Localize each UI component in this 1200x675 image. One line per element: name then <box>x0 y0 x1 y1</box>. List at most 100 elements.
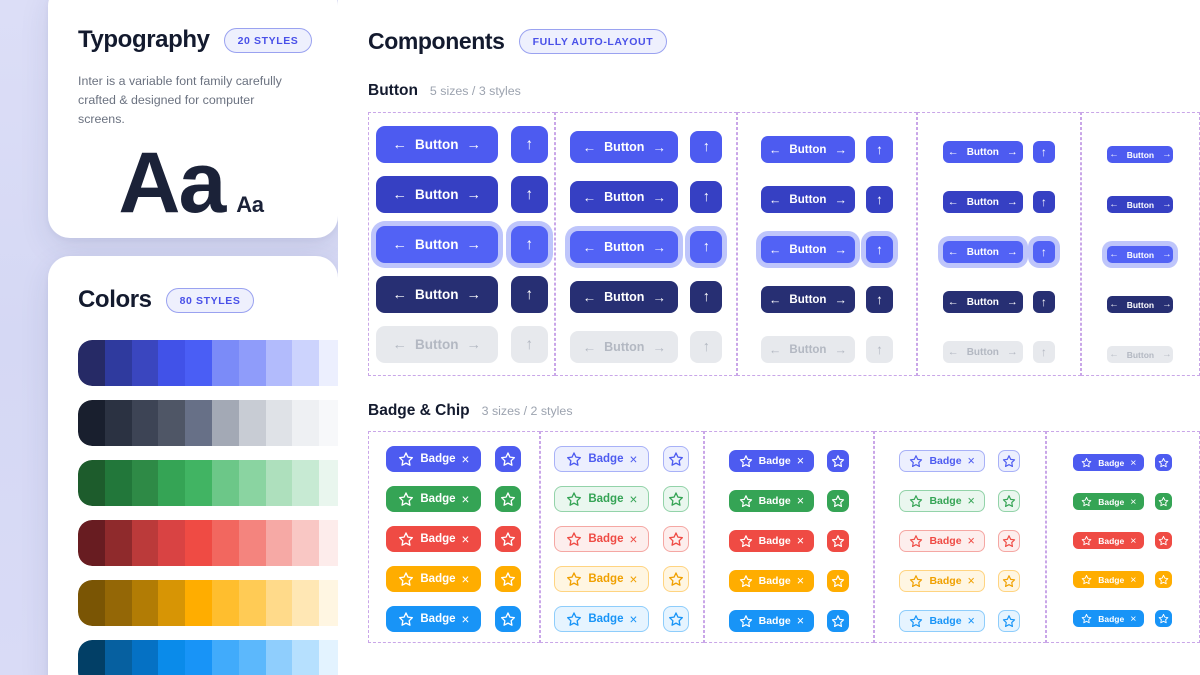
icon-button-lg-default[interactable]: ↑ <box>690 131 723 163</box>
color-swatch[interactable] <box>265 460 293 506</box>
icon-badge-green-soft-lg[interactable] <box>663 486 690 512</box>
color-swatch[interactable] <box>78 340 105 386</box>
icon-button-sm-hover[interactable]: ↑ <box>1032 191 1055 213</box>
icon-button-lg-active[interactable]: ↑ <box>690 281 723 313</box>
badge-green-soft-md[interactable]: Badge× <box>899 490 985 512</box>
color-swatch[interactable] <box>238 580 266 626</box>
icon-badge-blue-soft-md[interactable] <box>997 610 1020 632</box>
icon-badge-blue-solid-md[interactable] <box>827 610 850 632</box>
icon-button-sm-default[interactable]: ↑ <box>1032 141 1055 163</box>
badge-blue-soft-md[interactable]: Badge× <box>899 610 985 632</box>
button-sm-active[interactable]: ←Button→ <box>942 291 1023 313</box>
color-swatch[interactable] <box>131 460 159 506</box>
color-swatch[interactable] <box>158 640 186 675</box>
badge-green-solid-sm[interactable]: Badge× <box>1073 493 1145 510</box>
icon-button-xl-hover[interactable]: ↑ <box>510 176 548 213</box>
color-swatch[interactable] <box>104 340 132 386</box>
button-xs-hover[interactable]: ←Button→ <box>1107 196 1174 213</box>
color-swatch[interactable] <box>319 580 338 626</box>
color-swatch[interactable] <box>211 580 239 626</box>
badge-red-soft-lg[interactable]: Badge× <box>554 526 650 552</box>
color-swatch[interactable] <box>265 640 293 675</box>
button-md-focus[interactable]: ←Button→ <box>760 236 855 263</box>
color-swatch[interactable] <box>158 520 186 566</box>
badge-indigo-solid-sm[interactable]: Badge× <box>1073 454 1145 471</box>
button-xl-default[interactable]: ←Button→ <box>375 126 498 163</box>
button-sm-hover[interactable]: ←Button→ <box>942 191 1023 213</box>
icon-button-xl-focus[interactable]: ↑ <box>510 226 548 263</box>
color-swatch[interactable] <box>238 520 266 566</box>
color-swatch[interactable] <box>78 460 105 506</box>
color-swatch[interactable] <box>78 400 105 446</box>
icon-badge-green-solid-sm[interactable] <box>1155 493 1173 510</box>
color-swatch[interactable] <box>104 580 132 626</box>
icon-button-sm-focus[interactable]: ↑ <box>1032 241 1055 263</box>
color-swatch[interactable] <box>292 460 320 506</box>
button-xs-active[interactable]: ←Button→ <box>1107 296 1174 313</box>
color-swatch[interactable] <box>78 580 105 626</box>
close-icon[interactable]: × <box>1130 573 1137 586</box>
icon-button-xl-active[interactable]: ↑ <box>510 276 548 313</box>
badge-amber-soft-lg[interactable]: Badge× <box>554 566 650 592</box>
color-swatch[interactable] <box>265 580 293 626</box>
icon-badge-indigo-soft-lg[interactable] <box>663 446 690 472</box>
icon-badge-green-soft-md[interactable] <box>997 490 1020 512</box>
close-icon[interactable]: × <box>967 494 975 508</box>
color-swatch[interactable] <box>292 340 320 386</box>
color-swatch[interactable] <box>131 640 159 675</box>
color-swatch[interactable] <box>265 520 293 566</box>
icon-button-md-active[interactable]: ↑ <box>865 286 893 313</box>
color-swatch[interactable] <box>131 340 159 386</box>
close-icon[interactable]: × <box>967 574 975 588</box>
close-icon[interactable]: × <box>1130 534 1137 547</box>
button-xl-hover[interactable]: ←Button→ <box>375 176 498 213</box>
color-swatch[interactable] <box>185 580 212 626</box>
close-icon[interactable]: × <box>796 454 805 468</box>
icon-badge-red-solid-md[interactable] <box>827 530 850 552</box>
button-xs-default[interactable]: ←Button→ <box>1107 146 1174 163</box>
color-swatch[interactable] <box>185 520 212 566</box>
color-swatch[interactable] <box>211 520 239 566</box>
badge-amber-solid-lg[interactable]: Badge× <box>386 566 482 592</box>
close-icon[interactable]: × <box>1130 456 1137 469</box>
button-md-hover[interactable]: ←Button→ <box>760 186 855 213</box>
icon-badge-red-soft-md[interactable] <box>997 530 1020 552</box>
button-lg-hover[interactable]: ←Button→ <box>570 181 679 213</box>
badge-indigo-solid-lg[interactable]: Badge× <box>386 446 482 472</box>
typography-styles-pill[interactable]: 20 STYLES <box>223 27 313 53</box>
badge-amber-solid-sm[interactable]: Badge× <box>1073 571 1145 588</box>
icon-badge-indigo-solid-lg[interactable] <box>495 446 522 472</box>
color-swatch[interactable] <box>292 400 320 446</box>
color-swatch[interactable] <box>292 580 320 626</box>
color-swatch[interactable] <box>185 460 212 506</box>
close-icon[interactable]: × <box>1130 612 1137 625</box>
close-icon[interactable]: × <box>1130 495 1137 508</box>
color-swatch[interactable] <box>238 340 266 386</box>
color-swatch[interactable] <box>265 400 293 446</box>
colors-styles-pill[interactable]: 80 STYLES <box>165 287 255 313</box>
close-icon[interactable]: × <box>967 454 975 468</box>
badge-blue-solid-md[interactable]: Badge× <box>728 610 815 632</box>
color-swatch[interactable] <box>78 640 105 675</box>
close-icon[interactable]: × <box>629 491 638 507</box>
auto-layout-pill[interactable]: FULLY AUTO-LAYOUT <box>518 29 668 54</box>
icon-badge-amber-solid-sm[interactable] <box>1155 571 1173 588</box>
icon-badge-green-solid-lg[interactable] <box>495 486 522 512</box>
color-swatch[interactable] <box>104 520 132 566</box>
icon-button-md-hover[interactable]: ↑ <box>865 186 893 213</box>
close-icon[interactable]: × <box>967 614 975 628</box>
button-lg-active[interactable]: ←Button→ <box>570 281 679 313</box>
color-swatch[interactable] <box>238 640 266 675</box>
badge-amber-solid-md[interactable]: Badge× <box>728 570 815 592</box>
color-swatch[interactable] <box>292 520 320 566</box>
icon-badge-indigo-soft-md[interactable] <box>997 450 1020 472</box>
badge-amber-soft-md[interactable]: Badge× <box>899 570 985 592</box>
color-swatch[interactable] <box>211 400 239 446</box>
icon-button-md-focus[interactable]: ↑ <box>865 236 893 263</box>
icon-badge-red-soft-lg[interactable] <box>663 526 690 552</box>
badge-red-solid-md[interactable]: Badge× <box>728 530 815 552</box>
badge-indigo-soft-md[interactable]: Badge× <box>899 450 985 472</box>
badge-indigo-solid-md[interactable]: Badge× <box>728 450 815 472</box>
close-icon[interactable]: × <box>629 531 638 547</box>
color-swatch[interactable] <box>158 460 186 506</box>
